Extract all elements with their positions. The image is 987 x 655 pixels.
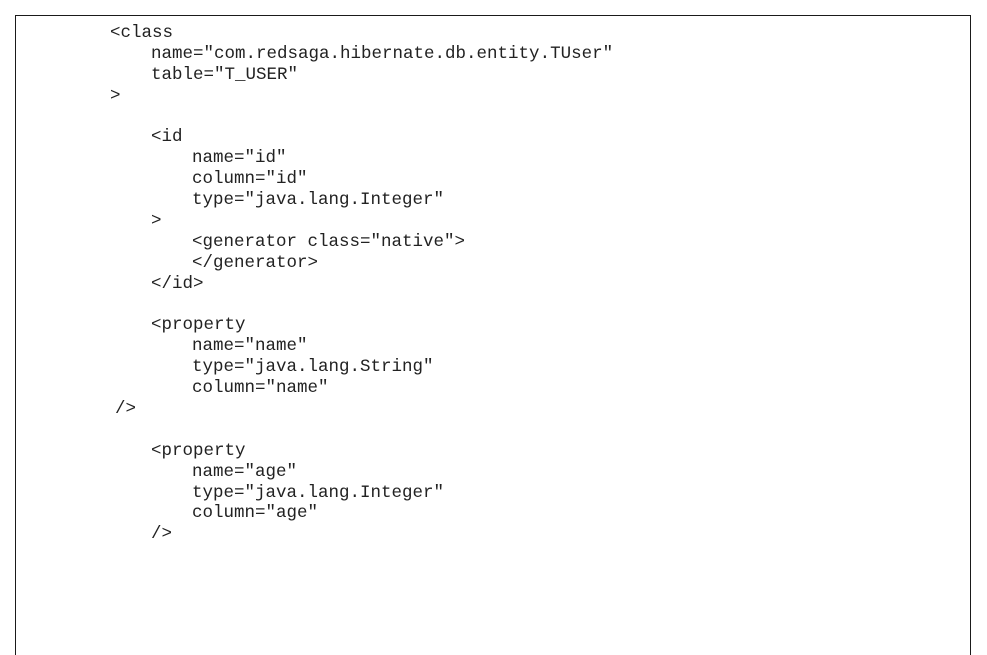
code-line-id-open: <id bbox=[151, 127, 183, 148]
code-listing: <class name="com.redsaga.hibernate.db.en… bbox=[16, 23, 613, 545]
code-line-property-name-column-attr: column="name" bbox=[192, 378, 329, 399]
code-line-property-age-column-attr: column="age" bbox=[192, 503, 319, 524]
code-line-class-open: <class bbox=[110, 23, 174, 43]
code-line-blank bbox=[16, 295, 613, 316]
code-line-property-name-close: /> bbox=[115, 399, 137, 420]
code-line-id-name-attr: name="id" bbox=[192, 148, 287, 169]
code-line-property-age-close: /> bbox=[151, 524, 173, 545]
code-line-property-age-open: <property bbox=[151, 440, 246, 461]
code-line-property-name-name-attr: name="name" bbox=[192, 336, 308, 357]
code-line-class-name-attr: name="com.redsaga.hibernate.db.entity.TU… bbox=[151, 43, 614, 64]
code-listing-frame: <class name="com.redsaga.hibernate.db.en… bbox=[15, 15, 971, 655]
code-line-property-age-name-attr: name="age" bbox=[192, 461, 298, 482]
code-line-id-close-bracket: > bbox=[151, 211, 162, 232]
code-line-property-name-open: <property bbox=[151, 315, 246, 336]
code-line-blank bbox=[16, 420, 613, 441]
code-line-generator-close: </generator> bbox=[192, 252, 319, 273]
code-line-id-type-attr: type="java.lang.Integer" bbox=[192, 190, 445, 211]
code-line-class-table-attr: table="T_USER" bbox=[151, 64, 299, 85]
code-line-class-close-bracket: > bbox=[110, 85, 121, 106]
code-line-id-column-attr: column="id" bbox=[192, 169, 308, 190]
code-line-generator-open: <generator class="native"> bbox=[192, 231, 466, 252]
code-line-id-close: </id> bbox=[151, 273, 204, 294]
code-line-property-age-type-attr: type="java.lang.Integer" bbox=[192, 482, 445, 503]
code-line-property-name-type-attr: type="java.lang.String" bbox=[192, 357, 434, 378]
code-line-blank bbox=[16, 107, 613, 128]
